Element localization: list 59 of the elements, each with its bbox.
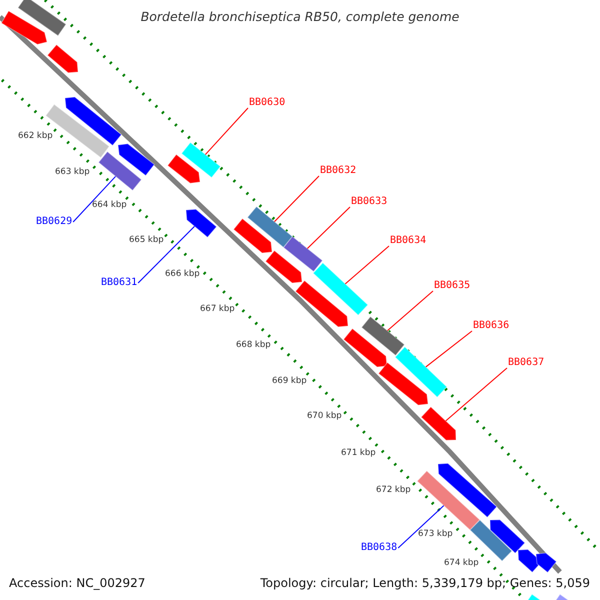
tick-label: 665 kbp [129, 236, 164, 244]
gene-block [64, 96, 122, 146]
tick-label: 664 kbp [92, 201, 127, 210]
gene-block [294, 280, 349, 328]
title: Bordetella bronchiseptica RB50, complete genome [140, 11, 460, 24]
tick-label: 667 kbp [200, 305, 235, 314]
gene-block [342, 328, 388, 368]
gene-label: BB0630 [249, 98, 286, 108]
leader-line [386, 290, 434, 332]
gene-label: BB0637 [508, 358, 544, 368]
gene-block [264, 250, 303, 284]
gene-block [489, 519, 526, 554]
gene-bar [360, 316, 406, 356]
tick-label: 662 kbp [18, 132, 53, 140]
leader-line [398, 505, 444, 548]
gene-label: BB0631 [101, 278, 138, 288]
gene-bar [246, 206, 294, 248]
tick-label: 669 kbp [272, 377, 307, 386]
gene-block [0, 10, 48, 45]
gene-block [232, 218, 273, 254]
gene-block [535, 552, 558, 574]
gene-block [185, 208, 218, 238]
tick-label: 671 kbp [341, 449, 376, 458]
tick-label: 670 kbp [307, 412, 342, 420]
gene-block [117, 143, 155, 176]
gene-label: BB0635 [434, 281, 470, 291]
tick-label: 674 kbp [444, 559, 479, 568]
gene-label: BB0638 [361, 543, 398, 553]
leader-line [445, 368, 508, 422]
gene-bar [17, 0, 67, 36]
gene-bar [394, 346, 448, 398]
gene-label: BB0636 [473, 321, 510, 331]
leader-line [72, 176, 116, 222]
gene-bar [312, 262, 368, 316]
gene-bar [282, 236, 324, 272]
gene-bar [180, 142, 222, 178]
tick-label: 673 kbp [418, 530, 453, 538]
leader-line [425, 330, 472, 368]
leader-line [204, 108, 248, 156]
gene-bar [416, 470, 480, 531]
accession-text: Accession: NC_002927 [9, 577, 146, 589]
gene-block [420, 406, 457, 441]
leader-line [344, 246, 390, 284]
leader-line [138, 226, 195, 284]
genome-info-text: Topology: circular; Length: 5,339,179 bp; Genes: 5,059 [260, 577, 590, 589]
tick-label: 666 kbp [165, 270, 200, 278]
gene-block [378, 362, 429, 406]
tick-label: 668 kbp [236, 341, 271, 350]
leader-line [274, 176, 320, 222]
gene-block [437, 462, 498, 518]
gene-block [167, 154, 201, 184]
leader-line [306, 206, 350, 250]
gene-bar [98, 150, 142, 192]
gene-label: BB0634 [390, 236, 426, 246]
tick-label: 663 kbp [55, 168, 90, 176]
gene-label: BB0629 [36, 217, 72, 227]
gene-block [46, 44, 79, 74]
gene-label: BB0632 [320, 166, 356, 176]
gene-label: BB0633 [351, 197, 388, 207]
